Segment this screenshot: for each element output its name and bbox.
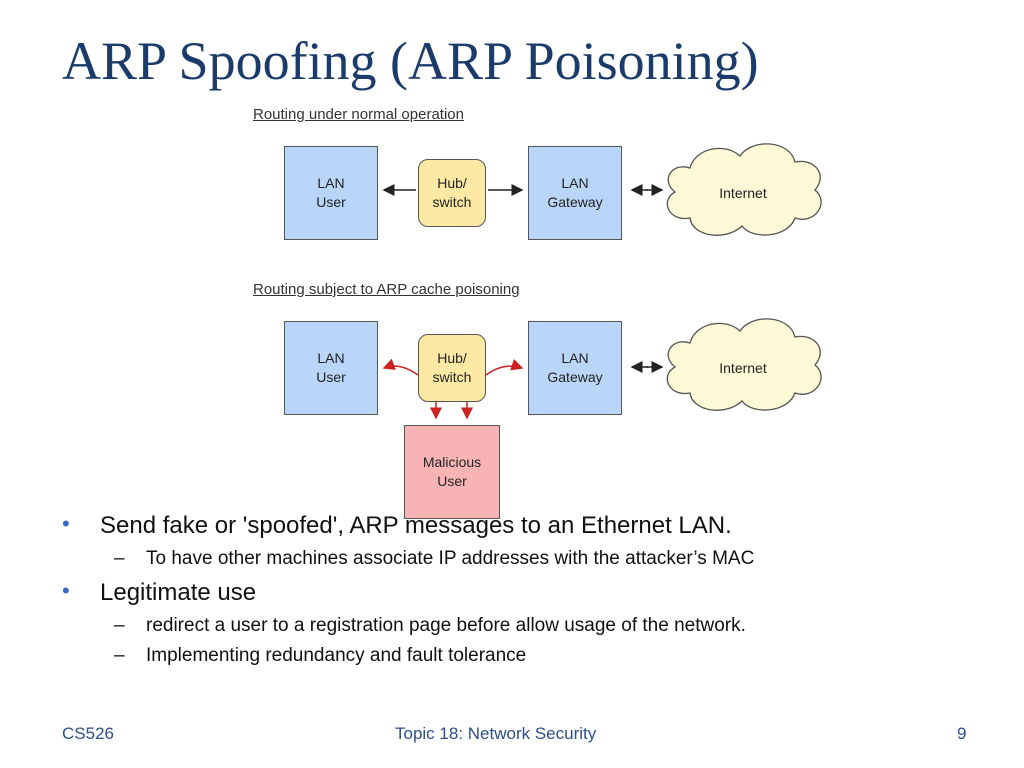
sub-bullet-text: redirect a user to a registration page b… — [146, 615, 746, 637]
internet-label: Internet — [719, 185, 767, 201]
sub-bullet-item: – redirect a user to a registration page… — [62, 614, 992, 639]
footer-page-number: 9 — [957, 724, 967, 743]
footer-topic: Topic 18: Network Security — [395, 724, 597, 743]
malicious-user-node: Malicious User — [404, 425, 500, 519]
hub-switch-node-poisoned: Hub/ switch — [418, 334, 486, 402]
internet-cloud-icon — [666, 143, 822, 236]
lan-gateway-label-poisoned: LAN Gateway — [547, 350, 603, 385]
bullet-item: • Send fake or 'spoofed', ARP messages t… — [62, 510, 992, 541]
hub-switch-label-poisoned: Hub/ switch — [432, 350, 472, 385]
bullet-item: • Legitimate use — [62, 577, 992, 608]
lan-user-label: LAN User — [316, 175, 346, 210]
sub-bullet-marker: – — [114, 548, 125, 570]
lan-gateway-label: LAN Gateway — [547, 175, 603, 210]
sub-bullet-item: – To have other machines associate IP ad… — [62, 547, 992, 572]
sub-bullet-text: Implementing redundancy and fault tolera… — [146, 644, 527, 666]
lan-gateway-node-poisoned: LAN Gateway — [528, 321, 622, 415]
bullet-text: Send fake or 'spoofed', ARP messages to … — [100, 512, 732, 539]
lan-user-node-poisoned: LAN User — [284, 321, 378, 415]
sub-bullet-marker: – — [114, 644, 125, 666]
hub-switch-node: Hub/ switch — [418, 159, 486, 227]
bullet-list: • Send fake or 'spoofed', ARP messages t… — [62, 510, 992, 673]
lan-gateway-node: LAN Gateway — [528, 146, 622, 240]
sub-bullet-item: – Implementing redundancy and fault tole… — [62, 644, 992, 669]
internet-cloud-icon-poisoned — [666, 318, 822, 411]
attack-arrow-hub-user — [382, 358, 419, 376]
normal-routing-label: Routing under normal operation — [253, 106, 464, 123]
bullet-marker: • — [62, 511, 70, 536]
bullet-text: Legitimate use — [100, 578, 257, 606]
malicious-user-label: Malicious User — [422, 454, 482, 489]
slide-title: ARP Spoofing (ARP Poisoning) — [62, 31, 759, 91]
sub-bullet-marker: – — [114, 615, 125, 637]
footer-course: CS526 — [62, 724, 114, 743]
attack-arrow-hub-gateway — [485, 358, 524, 376]
internet-label-poisoned: Internet — [719, 360, 767, 376]
poisoned-routing-label: Routing subject to ARP cache poisoning — [253, 281, 520, 298]
hub-switch-label: Hub/ switch — [432, 175, 472, 210]
lan-user-label-poisoned: LAN User — [316, 350, 346, 385]
bullet-marker: • — [62, 577, 70, 603]
lan-user-node: LAN User — [284, 146, 378, 240]
sub-bullet-text: To have other machines associate IP addr… — [146, 548, 755, 570]
